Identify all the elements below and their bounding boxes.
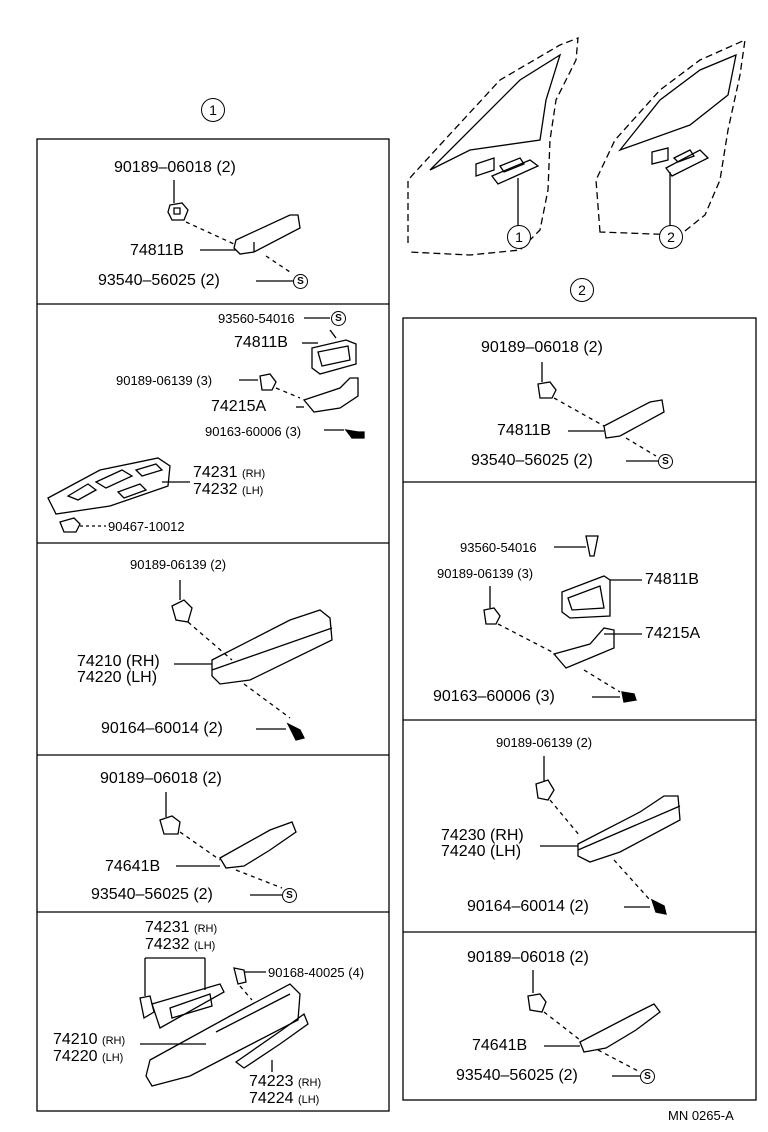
part-label: 93560-54016 [218, 311, 295, 326]
left-panel-frames [36, 138, 390, 1112]
left-p3-parts [171, 580, 333, 741]
part-label: 74210 (RH) 74220 (LH) [53, 1031, 126, 1065]
part-label: 74641B [472, 1037, 528, 1054]
part-label: 74230 (RH) 74240 (LH) [441, 827, 524, 860]
part-label: 74215A [645, 625, 701, 642]
part-label: 74811B [234, 334, 288, 351]
right-p2-parts [483, 535, 642, 703]
part-label: 90189–06018 (2) [481, 339, 603, 356]
part-label: 74811B [130, 242, 184, 259]
part-label: 93560-54016 [460, 540, 537, 555]
part-label: 90164–60014 (2) [101, 720, 223, 737]
s-mark-icon: S [282, 888, 297, 903]
part-label: 74641B [105, 858, 161, 875]
part-label: 90189-06139 (2) [496, 735, 593, 750]
part-label: 74223 (RH) 74224 (LH) [249, 1073, 322, 1107]
right-p1-parts [537, 362, 665, 462]
right-p4-parts [527, 970, 661, 1077]
part-label: 90168-40025 (4) [268, 965, 365, 980]
left-p2-parts [47, 317, 365, 533]
part-label: 93540–56025 (2) [471, 452, 593, 469]
part-label: 90189-06139 (2) [130, 557, 227, 572]
part-label: 90467-10012 [108, 519, 185, 534]
s-mark-icon: S [640, 1069, 655, 1084]
left-p5-parts [139, 957, 309, 1087]
s-mark-icon: S [658, 454, 673, 469]
part-label: 90189-06139 (3) [437, 566, 534, 581]
part-label: 90164–60014 (2) [467, 898, 589, 915]
s-mark-icon: S [331, 311, 346, 326]
callout-2-door-circle: 2 [659, 225, 683, 249]
left-p4-parts [159, 792, 297, 896]
callout-1-circle: 1 [201, 98, 225, 122]
part-label: 74811B [497, 422, 551, 439]
part-label: 90189–06018 (2) [467, 949, 589, 966]
part-label: 90163-60006 (3) [205, 424, 302, 439]
part-label: 74215A [211, 398, 267, 415]
part-label: 74231 (RH) 74232 (LH) [145, 919, 218, 953]
front-door-outline [407, 37, 579, 256]
callout-2-circle: 2 [570, 278, 594, 302]
part-label: 93540–56025 (2) [91, 886, 213, 903]
part-label: 93540–56025 (2) [456, 1067, 578, 1084]
part-label: 74811B [645, 571, 699, 588]
right-p3-parts [535, 756, 681, 915]
part-label: 90189–06018 (2) [100, 770, 222, 787]
right-panel-frames [402, 317, 757, 1101]
s-mark-icon: S [293, 274, 308, 289]
part-label: 74210 (RH) 74220 (LH) [77, 653, 160, 686]
part-label: 90189-06139 (3) [116, 373, 213, 388]
part-label: 90189–06018 (2) [114, 159, 236, 176]
part-label: 74231 (RH) 74232 (LH) [193, 464, 266, 498]
left-p1-parts [167, 180, 301, 282]
diagram-code: MN 0265-A [668, 1108, 734, 1123]
callout-1-door-circle: 1 [507, 225, 531, 249]
part-label: 90163–60006 (3) [433, 688, 555, 705]
part-label: 93540–56025 (2) [98, 272, 220, 289]
